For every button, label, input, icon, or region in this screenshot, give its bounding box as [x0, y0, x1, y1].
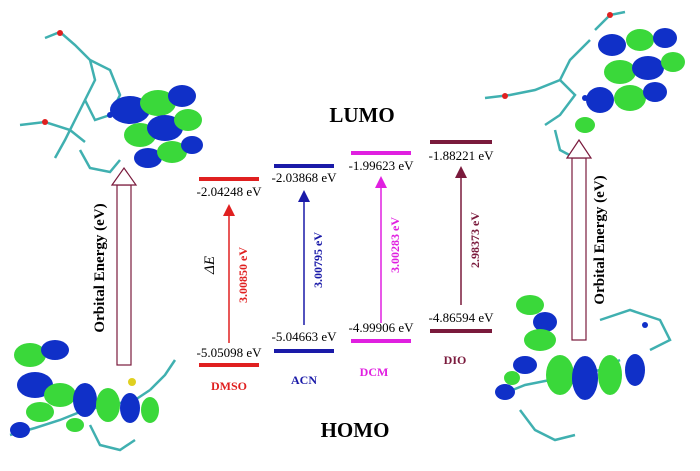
- lumo-molecule-right: [484, 10, 685, 160]
- lumo-energy-acn: -2.03868 eV: [272, 170, 338, 185]
- solvent-name-dio: DIO: [444, 353, 467, 367]
- axis-arrow-right: [565, 138, 593, 341]
- gap-value-dcm: 3.00283 eV: [388, 217, 402, 273]
- lumo-energy-dio: -1.88221 eV: [429, 148, 495, 163]
- homo-molecule-right: [495, 295, 672, 442]
- axis-label-left: Orbital Energy (eV): [92, 203, 108, 332]
- homo-energy-dcm: -4.99906 eV: [349, 320, 415, 335]
- solvent-dcm: -1.99623 eV 3.00283 eV -4.99906 eV DCM: [349, 151, 415, 379]
- solvent-name-acn: ACN: [291, 373, 317, 387]
- lumo-energy-dcm: -1.99623 eV: [349, 158, 415, 173]
- solvent-name-dcm: DCM: [360, 365, 389, 379]
- solvent-dio: -1.88221 eV 2.98373 eV -4.86594 eV DIO: [429, 140, 495, 367]
- homo-energy-dio: -4.86594 eV: [429, 310, 495, 325]
- homo-energy-acn: -5.04663 eV: [272, 329, 338, 344]
- lumo-energy-dmso: -2.04248 eV: [197, 184, 263, 199]
- lumo-molecule-left: [19, 30, 203, 174]
- gap-value-dmso: 3.00850 eV: [236, 247, 250, 303]
- gap-value-dio: 2.98373 eV: [468, 212, 482, 268]
- gap-value-acn: 3.00795 eV: [311, 232, 325, 288]
- homo-molecule-left: [9, 340, 177, 452]
- axis-arrow-left: [110, 166, 138, 366]
- homo-heading: HOMO: [321, 418, 390, 442]
- delta-e-label: ΔE: [202, 256, 218, 275]
- solvent-name-dmso: DMSO: [211, 379, 247, 393]
- lumo-heading: LUMO: [329, 103, 394, 127]
- axis-label-right: Orbital Energy (eV): [592, 175, 608, 304]
- homo-energy-dmso: -5.05098 eV: [197, 345, 263, 360]
- solvent-acn: -2.03868 eV 3.00795 eV -5.04663 eV ACN: [272, 164, 338, 387]
- solvent-dmso: -2.04248 eV 3.00850 eV -5.05098 eV DMSO: [197, 177, 263, 393]
